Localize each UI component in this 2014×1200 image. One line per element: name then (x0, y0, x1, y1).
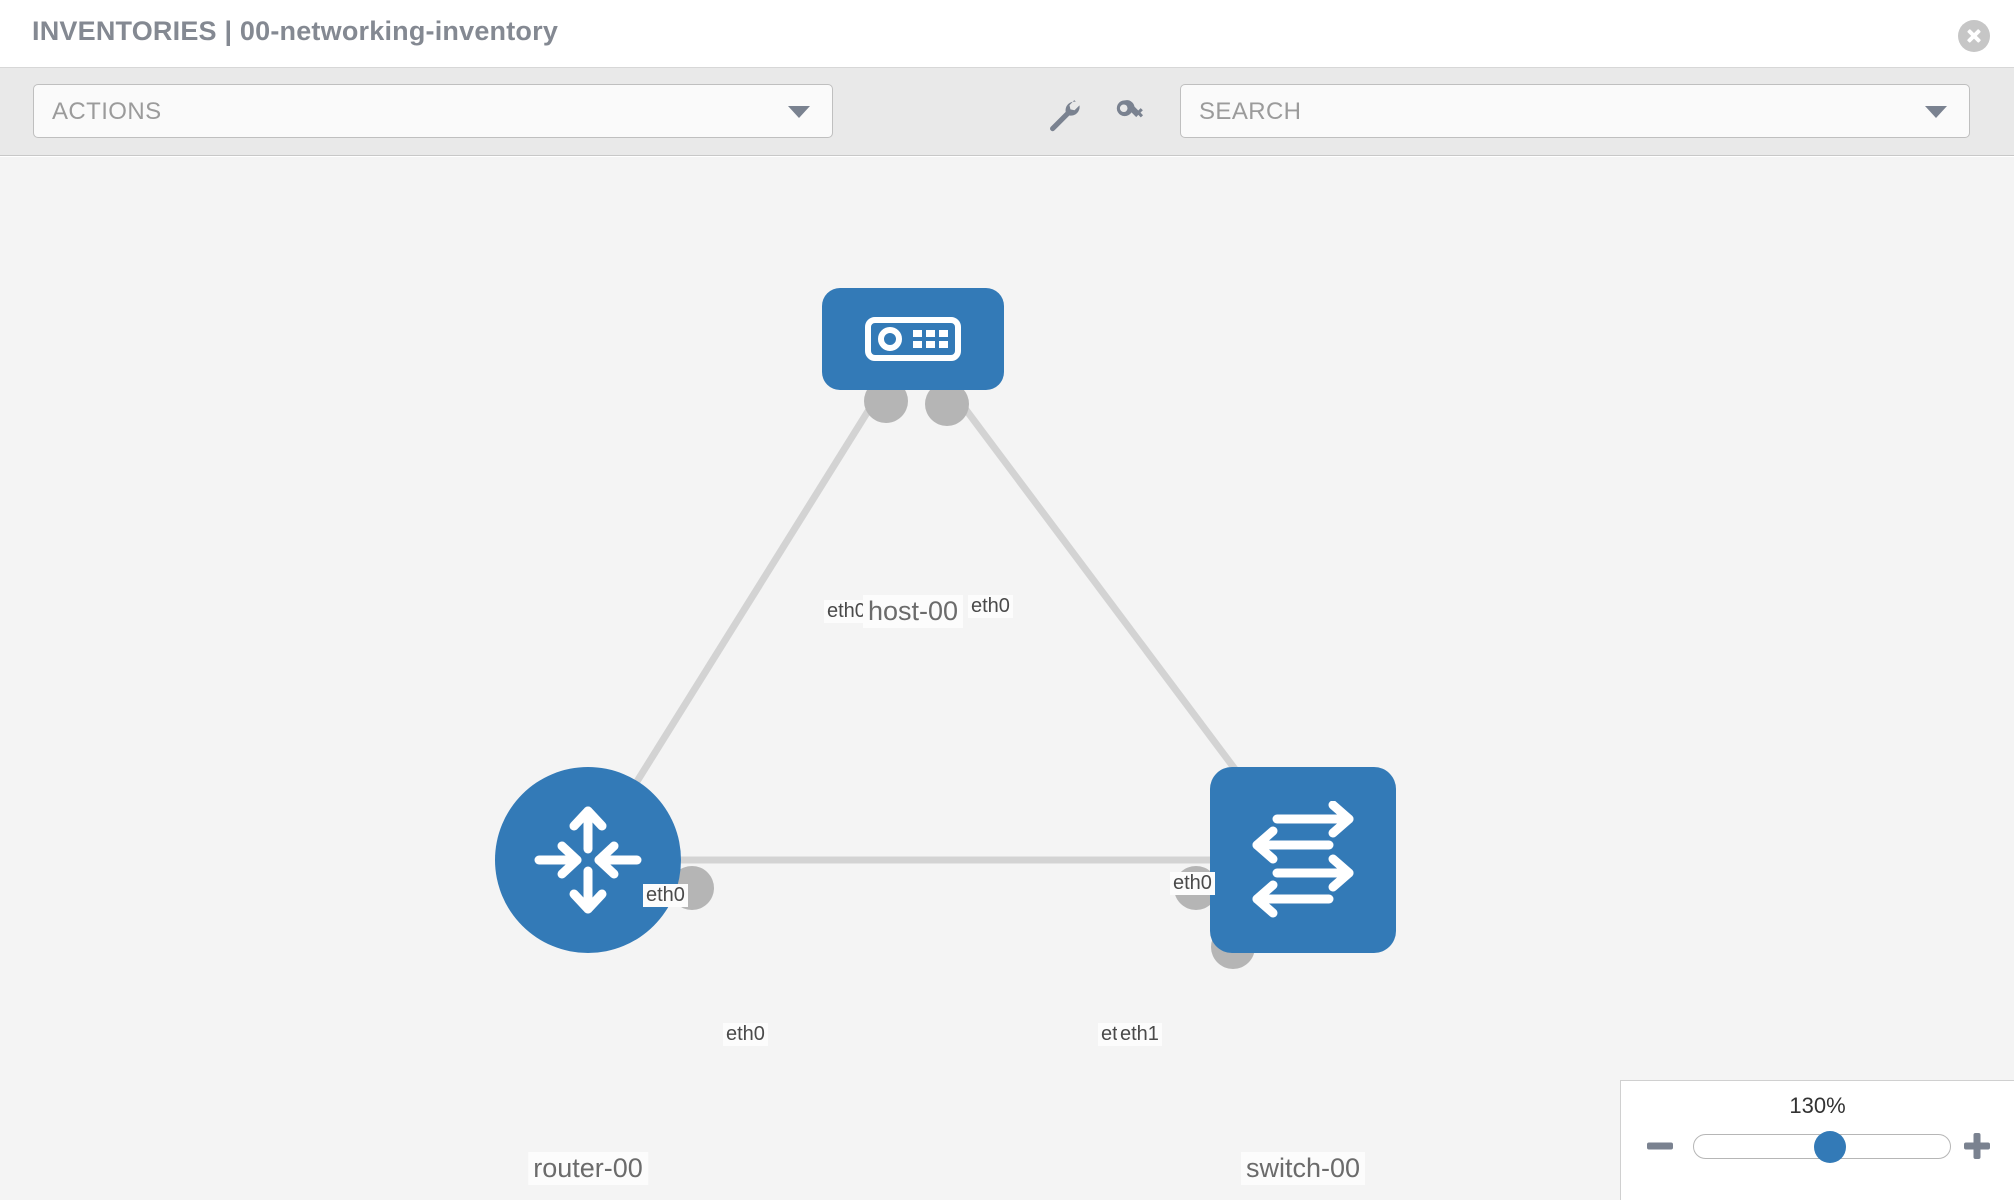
interface-label: eth0 (824, 600, 869, 623)
port-circle[interactable] (925, 382, 969, 426)
topology-canvas[interactable]: eth0 eth0 eth0 eth0 eth0 eth0 eth1 host-… (0, 157, 2014, 1200)
server-icon (865, 317, 961, 361)
toolbar: ACTIONS SEARCH (0, 68, 2014, 156)
chevron-down-icon (788, 106, 810, 118)
zoom-slider-thumb[interactable] (1813, 1130, 1846, 1163)
port-circle[interactable] (864, 379, 908, 423)
zoom-in-button[interactable] (1960, 1129, 1994, 1163)
interface-label: eth1 (1117, 1023, 1162, 1046)
close-icon[interactable] (1958, 20, 1990, 52)
interface-label: eth0 (723, 1023, 768, 1046)
zoom-out-button[interactable] (1643, 1129, 1677, 1163)
zoom-level-value: 130% (1789, 1093, 1846, 1118)
search-input[interactable]: SEARCH (1180, 84, 1970, 138)
node-label-host-00[interactable]: host-00 (862, 595, 964, 628)
page-header: INVENTORIES | 00-networking-inventory (0, 0, 2014, 68)
actions-dropdown[interactable]: ACTIONS (33, 84, 833, 138)
search-placeholder: SEARCH (1199, 98, 1302, 125)
router-icon (534, 806, 642, 914)
link-router-host[interactable] (585, 337, 916, 862)
node-switch-00[interactable] (1210, 767, 1396, 953)
actions-dropdown-label: ACTIONS (52, 98, 162, 125)
interface-label: eth0 (643, 884, 688, 907)
key-icon[interactable] (1110, 94, 1152, 132)
page-title: INVENTORIES | 00-networking-inventory (32, 16, 559, 46)
node-label-switch-00[interactable]: switch-00 (1240, 1152, 1366, 1185)
search-chevron-down-icon (1925, 106, 1947, 118)
interface-label: eth0 (968, 595, 1013, 618)
switch-icon (1252, 801, 1354, 918)
zoom-slider[interactable] (1693, 1130, 1951, 1163)
node-router-00[interactable] (495, 767, 681, 953)
zoom-control-panel: 130% (1620, 1080, 2014, 1200)
topology-links-layer (585, 336, 1306, 969)
wrench-icon[interactable] (1042, 94, 1084, 132)
node-label-router-00[interactable]: router-00 (528, 1152, 648, 1185)
node-host-00[interactable] (822, 288, 1004, 390)
interface-label: eth0 (1170, 872, 1215, 895)
